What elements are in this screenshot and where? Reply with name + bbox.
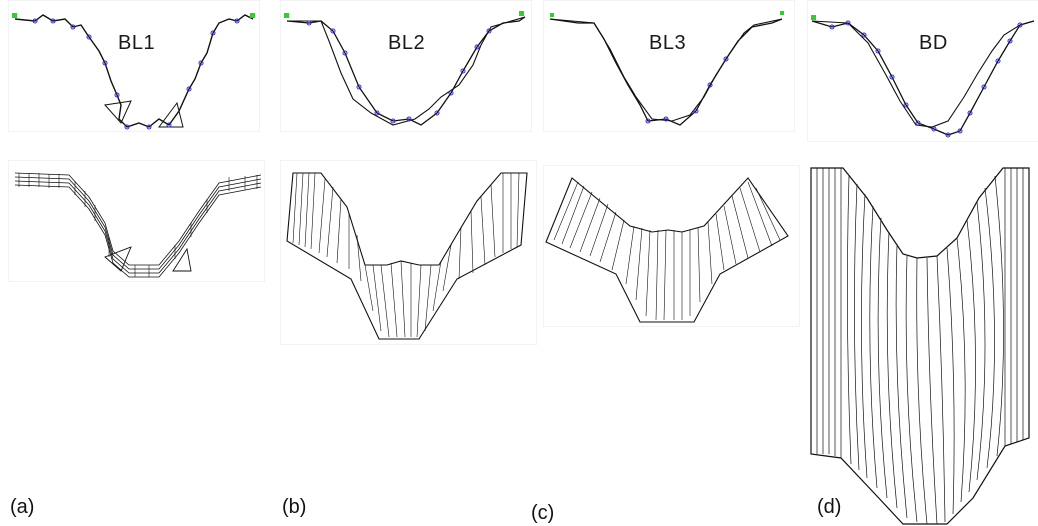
panel-title: BD: [919, 32, 948, 54]
profile-bd-plot: [811, 15, 1035, 138]
panel-c: BL3 (c): [531, 0, 800, 526]
node-markers: [32, 18, 240, 130]
panel-label: (b): [282, 496, 307, 518]
mesh-bl1: [8, 160, 265, 282]
panel-title: BL2: [388, 32, 426, 54]
endpoint-marker-right: [780, 11, 784, 15]
panel-title: BL1: [118, 32, 156, 54]
break-triangle-right: [158, 101, 184, 128]
endpoint-marker-left: [550, 13, 554, 17]
endpoint-marker-left: [811, 15, 816, 20]
mesh-ribs: [18, 173, 258, 277]
cross-section-line-inner: [549, 18, 783, 122]
mesh-lines: [816, 168, 1024, 525]
mesh-bd-plot: [810, 167, 1030, 525]
mesh-bl3-plot: [545, 177, 789, 323]
profile-bl3-plot: [549, 11, 784, 126]
panel-d: BD: [807, 0, 1038, 526]
endpoint-marker-left: [284, 13, 289, 18]
node-markers: [645, 56, 729, 124]
mesh-break-right: [172, 247, 192, 272]
mesh-outline: [545, 177, 789, 323]
mesh-lines: [14, 172, 262, 278]
cross-section-line-outer: [286, 16, 526, 126]
break-triangle-left: [104, 100, 132, 124]
profile-bl1: [8, 0, 260, 132]
profile-bl1-plot: [12, 13, 255, 130]
mesh-bl1-plot: [14, 172, 262, 278]
profile-bl3: [543, 0, 795, 132]
panel-label: (d): [817, 496, 842, 518]
mesh-outline: [810, 167, 1030, 525]
endpoint-marker-right: [250, 13, 255, 18]
cross-section-line-inner: [287, 16, 526, 126]
panel-label: (c): [531, 502, 555, 524]
profile-bd: [807, 0, 1038, 142]
node-markers: [829, 20, 1023, 138]
endpoint-marker-left: [12, 13, 17, 18]
mesh-bd: [807, 158, 1037, 526]
mesh-lines: [553, 181, 781, 321]
mesh-break-left: [104, 246, 132, 272]
mesh-bl2: [280, 160, 537, 345]
profile-bl2-plot: [284, 11, 526, 126]
panel-a: BL1: [8, 0, 265, 526]
panel-title: BL3: [649, 32, 687, 54]
panel-b: BL2 (b): [280, 0, 537, 526]
cross-section-line-inner: [811, 20, 1035, 128]
endpoint-marker-right: [519, 11, 524, 16]
mesh-lines: [292, 172, 520, 338]
mesh-outline: [286, 172, 528, 340]
panel-label: (a): [10, 496, 35, 518]
cross-section-line-outer: [811, 20, 1035, 136]
node-markers: [306, 20, 492, 124]
mesh-bl2-plot: [286, 172, 528, 340]
mesh-bl3: [543, 165, 800, 327]
profile-bl2: [280, 0, 532, 132]
